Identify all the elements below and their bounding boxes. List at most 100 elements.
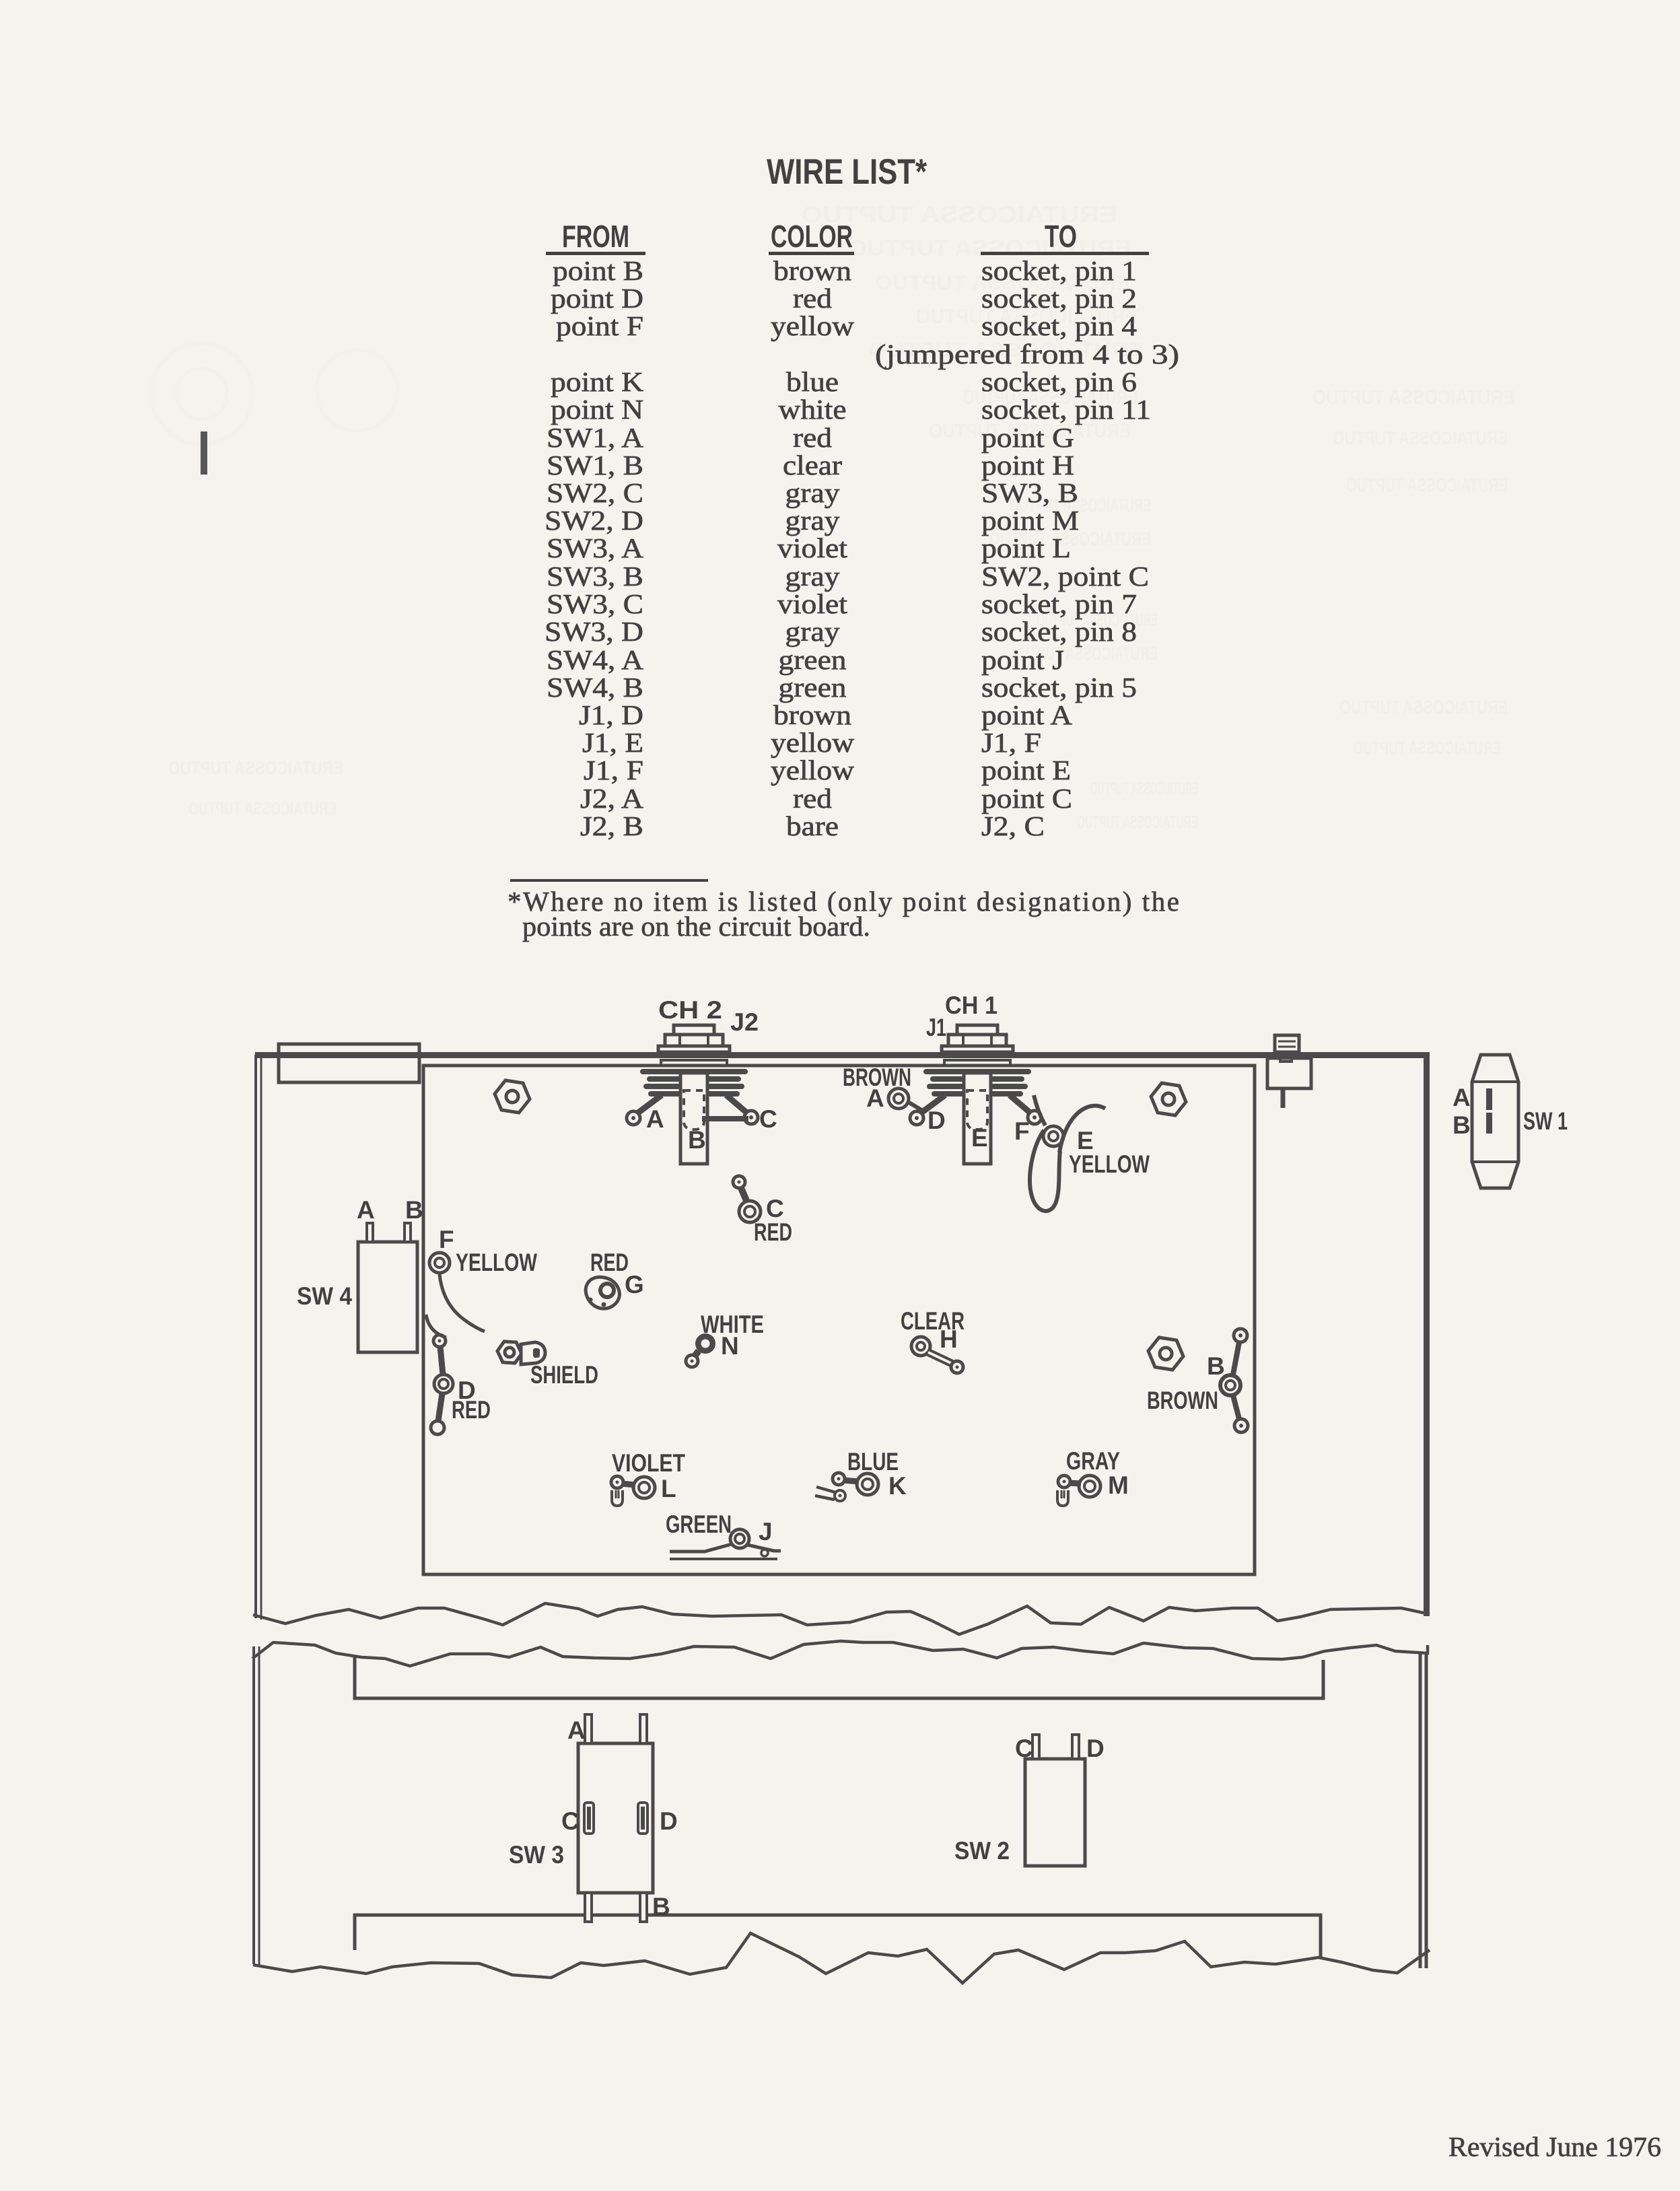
svg-text:E: E <box>971 1124 988 1152</box>
svg-text:D: D <box>660 1807 678 1835</box>
svg-text:SW1, A: SW1, A <box>547 422 643 453</box>
svg-text:A: A <box>1452 1084 1471 1111</box>
svg-text:red: red <box>793 422 832 453</box>
svg-text:C: C <box>759 1105 777 1133</box>
svg-text:J2: J2 <box>730 1008 759 1036</box>
svg-text:point H: point H <box>981 450 1074 481</box>
svg-text:SW 3: SW 3 <box>509 1841 564 1869</box>
svg-text:points are on the circuit boar: points are on the circuit board. <box>522 911 870 942</box>
svg-text:point C: point C <box>981 783 1072 814</box>
svg-text:D: D <box>1086 1735 1105 1762</box>
svg-text:BLUE: BLUE <box>847 1448 899 1475</box>
svg-text:J: J <box>759 1518 773 1545</box>
svg-text:D: D <box>458 1377 476 1404</box>
svg-text:violet: violet <box>777 532 848 563</box>
svg-text:L: L <box>661 1475 676 1502</box>
svg-text:J1: J1 <box>926 1014 946 1041</box>
svg-text:*Where no item is listed: *Where no item is listed (only point des… <box>508 886 1179 917</box>
svg-text:J2, B: J2, B <box>580 810 643 841</box>
svg-text:point J: point J <box>981 644 1064 675</box>
svg-text:SW3, B: SW3, B <box>547 561 643 592</box>
svg-text:socket, pin 2: socket, pin 2 <box>981 283 1137 314</box>
svg-text:clear: clear <box>783 450 842 481</box>
svg-text:ERUTAICOSSA TUPTUO: ERUTAICOSSA TUPTUO <box>168 757 343 778</box>
svg-text:J1, D: J1, D <box>579 699 643 730</box>
svg-text:gray: gray <box>785 561 841 592</box>
svg-text:point E: point E <box>981 755 1071 786</box>
svg-text:ERUTAICOSSA TUPTUO: ERUTAICOSSA TUPTUO <box>1333 427 1508 448</box>
svg-text:socket, pin 11: socket, pin 11 <box>981 394 1151 425</box>
svg-text:B: B <box>652 1893 670 1920</box>
svg-text:point F: point F <box>556 310 643 341</box>
svg-text:RED: RED <box>754 1218 792 1246</box>
svg-text:SW2, D: SW2, D <box>545 505 643 536</box>
svg-text:ERUTAICOSSA TUPTUO: ERUTAICOSSA TUPTUO <box>188 798 337 819</box>
svg-text:SW3, B: SW3, B <box>981 477 1078 508</box>
svg-text:CH 1: CH 1 <box>945 992 998 1019</box>
svg-text:Revised June 1976: Revised June 1976 <box>1448 2131 1661 2162</box>
svg-text:H: H <box>940 1325 958 1353</box>
svg-text:G: G <box>625 1271 644 1298</box>
svg-text:SW4, B: SW4, B <box>547 672 643 703</box>
svg-text:ERUTAICOSSA TUPTUO: ERUTAICOSSA TUPTUO <box>848 236 1131 261</box>
svg-text:yellow: yellow <box>771 727 854 758</box>
svg-text:socket, pin 7: socket, pin 7 <box>981 588 1137 619</box>
svg-text:SW2, point C: SW2, point C <box>981 561 1149 592</box>
svg-text:BROWN: BROWN <box>1147 1387 1218 1414</box>
svg-text:VIOLET: VIOLET <box>612 1449 685 1477</box>
svg-text:SW 2: SW 2 <box>954 1837 1010 1865</box>
svg-text:socket, pin 6: socket, pin 6 <box>981 366 1137 397</box>
svg-text:gray: gray <box>785 616 841 647</box>
svg-text:point L: point L <box>981 532 1071 563</box>
svg-text:white: white <box>779 394 847 425</box>
svg-text:SW 1: SW 1 <box>1523 1107 1568 1135</box>
svg-text:K: K <box>888 1472 907 1500</box>
svg-text:CLEAR: CLEAR <box>901 1307 965 1335</box>
svg-text:ERUTAICOSSA TUPTUO: ERUTAICOSSA TUPTUO <box>875 272 1131 294</box>
svg-text:C: C <box>1015 1735 1033 1762</box>
svg-text:J1, F: J1, F <box>584 755 643 786</box>
svg-text:ERUTAICOSSA TUPTUO: ERUTAICOSSA TUPTUO <box>1077 812 1198 832</box>
svg-text:WHITE: WHITE <box>701 1311 764 1338</box>
svg-text:C: C <box>766 1195 784 1222</box>
svg-text:YELLOW: YELLOW <box>456 1249 537 1276</box>
svg-text:ERUTAICOSSA TUPTUO: ERUTAICOSSA TUPTUO <box>1010 495 1151 516</box>
svg-text:SW4, A: SW4, A <box>547 644 643 675</box>
svg-text:red: red <box>793 283 832 314</box>
svg-text:point G: point G <box>981 422 1074 453</box>
svg-text:yellow: yellow <box>771 310 854 341</box>
svg-text:FROM: FROM <box>562 219 629 254</box>
svg-text:ERUTAICOSSA TUPTUO: ERUTAICOSSA TUPTUO <box>801 202 1117 228</box>
svg-text:point A: point A <box>981 699 1072 730</box>
svg-text:ERUTAICOSSA TUPTUO: ERUTAICOSSA TUPTUO <box>1353 738 1501 758</box>
svg-text:GRAY: GRAY <box>1066 1447 1120 1475</box>
svg-text:point N: point N <box>551 394 643 425</box>
svg-text:CH 2: CH 2 <box>658 996 722 1024</box>
svg-text:ERUTAICOSSA TUPTUO: ERUTAICOSSA TUPTUO <box>1346 475 1508 495</box>
svg-text:ERUTAICOSSA TUPTUO: ERUTAICOSSA TUPTUO <box>963 386 1138 409</box>
svg-text:ERUTAICOSSA TUPTUO: ERUTAICOSSA TUPTUO <box>929 420 1131 442</box>
svg-text:A: A <box>646 1105 664 1133</box>
svg-text:J2, A: J2, A <box>580 783 643 814</box>
svg-text:ERUTAICOSSA TUPTUO: ERUTAICOSSA TUPTUO <box>1037 609 1158 630</box>
svg-text:SW3, D: SW3, D <box>545 616 643 647</box>
svg-text:N: N <box>721 1332 739 1360</box>
svg-text:A: A <box>866 1084 884 1112</box>
svg-text:yellow: yellow <box>771 755 854 786</box>
svg-text:J1, E: J1, E <box>582 727 643 758</box>
svg-text:M: M <box>1108 1471 1129 1499</box>
svg-text:green: green <box>779 644 847 675</box>
svg-text:B: B <box>1207 1352 1225 1380</box>
svg-text:J2, C: J2, C <box>981 810 1045 841</box>
svg-text:SW 4: SW 4 <box>297 1282 352 1310</box>
svg-text:red: red <box>793 783 832 814</box>
svg-text:blue: blue <box>786 366 839 397</box>
svg-text:E: E <box>1077 1127 1094 1154</box>
svg-text:B: B <box>1452 1111 1471 1139</box>
svg-text:SHIELD: SHIELD <box>530 1361 598 1389</box>
svg-text:F: F <box>1014 1117 1030 1145</box>
svg-text:B: B <box>405 1196 423 1224</box>
svg-text:RED: RED <box>590 1249 629 1276</box>
svg-text:SW1, B: SW1, B <box>547 450 643 481</box>
svg-text:point B: point B <box>553 255 643 286</box>
